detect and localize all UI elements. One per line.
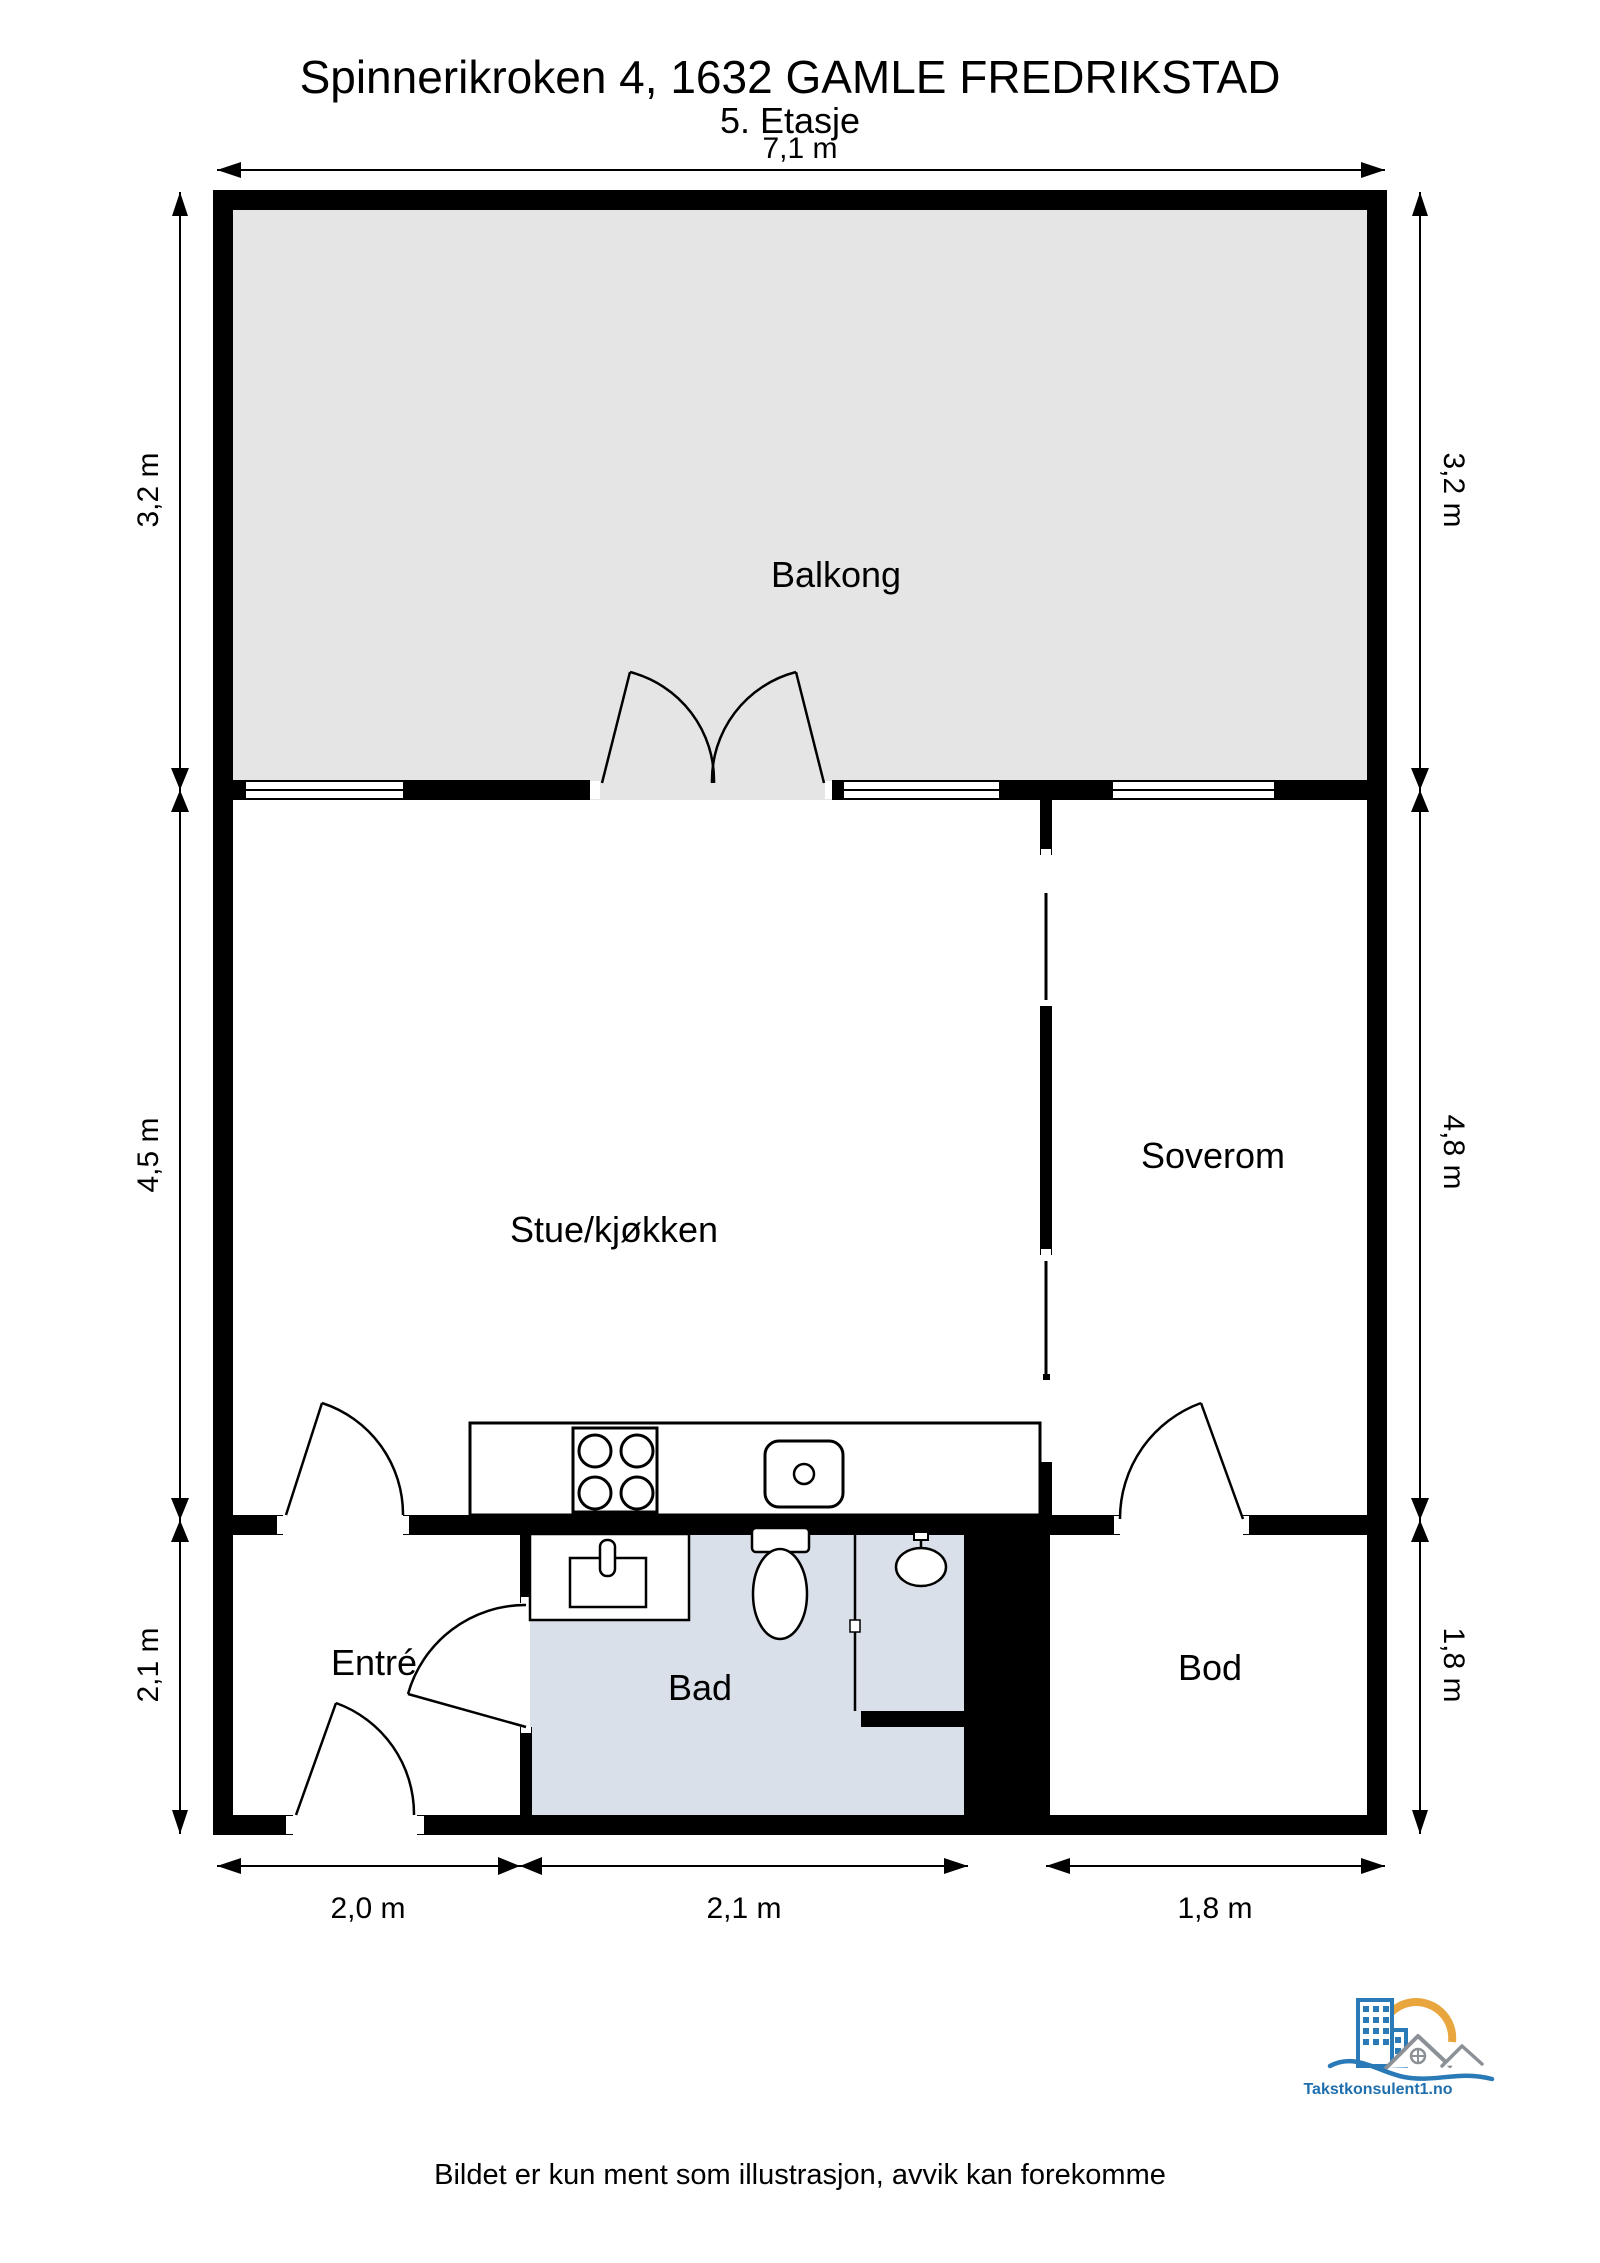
- shower-stub-wall: [861, 1711, 964, 1727]
- arrow-left-icon: [1046, 1858, 1070, 1874]
- arrow-right-icon: [944, 1858, 968, 1874]
- dim-split-marker-icon: [171, 768, 189, 812]
- balcony-double-door: [600, 670, 826, 784]
- wall-right: [1367, 190, 1387, 1835]
- dim-label-right-2: 4,8 m: [1437, 1114, 1470, 1189]
- vanity-sink-icon: [528, 1532, 691, 1622]
- dim-top: [217, 162, 1385, 178]
- dim-split-marker-icon: [498, 1857, 542, 1875]
- room-label-storage: Bod: [1178, 1647, 1242, 1688]
- wall-top: [213, 190, 1387, 210]
- window-icon: [1111, 780, 1276, 800]
- doors: [284, 670, 1245, 1816]
- dim-split-marker-icon: [1411, 1498, 1429, 1542]
- shaft: [964, 1515, 1050, 1815]
- kitchen-counter: [468, 1421, 1042, 1517]
- arrow-down-icon: [172, 1810, 188, 1834]
- dim-label-right-1: 3,2 m: [1437, 452, 1470, 527]
- toilet-icon: [750, 1526, 811, 1641]
- dim-label-right-3: 1,8 m: [1437, 1627, 1470, 1702]
- room-label-bathroom: Bad: [668, 1667, 732, 1708]
- hall-wall-b: [403, 1515, 1120, 1535]
- storage-door: [1118, 1401, 1245, 1520]
- footer-disclaimer: Bildet er kun ment som illustrasjon, avv…: [434, 2159, 1166, 2191]
- hall-wall-c: [1243, 1515, 1367, 1535]
- wall-left: [213, 190, 233, 1835]
- page-title: Spinnerikroken 4, 1632 GAMLE FREDRIKSTAD: [300, 51, 1281, 103]
- dim-label-left-2: 4,5 m: [132, 1117, 165, 1192]
- arrow-left-icon: [217, 1858, 241, 1874]
- dimensions: [171, 162, 1429, 1875]
- bathroom-door: [406, 1603, 527, 1729]
- arrow-right-icon: [1361, 1858, 1385, 1874]
- bedroom-wall-mid: [1040, 1006, 1052, 1255]
- dim-label-left-3: 2,1 m: [132, 1627, 165, 1702]
- wall-bottom-b: [417, 1815, 1387, 1835]
- room-label-balcony: Balkong: [771, 554, 901, 595]
- window-icon: [842, 780, 1001, 800]
- room-floors: [233, 210, 1367, 1820]
- window-icon: [244, 780, 405, 800]
- balcony-wall-b: [404, 780, 590, 800]
- logo-wave-icon: [1327, 2059, 1495, 2082]
- windows: [244, 780, 1276, 800]
- room-label-bedroom: Soverom: [1141, 1135, 1285, 1176]
- kitchen-sink-icon: [763, 1439, 845, 1509]
- door-jamb-ticks: [277, 781, 1249, 1834]
- balcony-wall-a: [233, 780, 245, 800]
- bathroom: [528, 1526, 948, 1711]
- page-subtitle: 5. Etasje: [720, 100, 860, 141]
- dimension-labels: 7,1 m 3,2 m 4,5 m 2,1 m 3,2 m 4,8 m 1,8 …: [132, 132, 1470, 1925]
- bath-wall-lower: [520, 1727, 532, 1815]
- entry-door: [294, 1701, 416, 1816]
- arrow-up-icon: [172, 192, 188, 216]
- logo-houses-icon: [1384, 2034, 1484, 2070]
- balcony-floor: [233, 210, 1367, 800]
- kitchen: [468, 1421, 1042, 1517]
- arrow-right-icon: [1361, 162, 1385, 178]
- arrow-left-icon: [217, 162, 241, 178]
- dim-bottom: [217, 1857, 1385, 1875]
- arrow-up-icon: [1412, 192, 1428, 216]
- balcony-wall-c: [832, 780, 843, 800]
- company-logo: Takstkonsulent1.no: [1303, 1998, 1495, 2098]
- dim-split-marker-icon: [1411, 768, 1429, 812]
- balcony-wall-d: [1000, 780, 1112, 800]
- dim-split-marker-icon: [171, 1498, 189, 1542]
- room-label-livingroom: Stue/kjøkken: [510, 1209, 718, 1250]
- dim-label-top: 7,1 m: [762, 132, 837, 165]
- balcony-wall-e: [1275, 780, 1367, 800]
- shower-head-icon: [894, 1531, 948, 1588]
- hall-wall-a: [233, 1515, 283, 1535]
- dim-right: [1411, 192, 1429, 1834]
- room-label-hall: Entré: [331, 1642, 417, 1683]
- dim-label-left-1: 3,2 m: [132, 452, 165, 527]
- bedroom-wall-stub-bottom: [1040, 1462, 1052, 1515]
- dim-label-bottom-3: 1,8 m: [1177, 1892, 1252, 1925]
- stove-icon: [571, 1426, 659, 1514]
- bedroom-wall-stub-top: [1040, 800, 1052, 855]
- dim-left: [171, 192, 189, 1834]
- livingroom-hall-door: [284, 1401, 405, 1516]
- wall-bottom-a: [213, 1815, 293, 1835]
- dim-label-bottom-2: 2,1 m: [706, 1892, 781, 1925]
- logo-brand-text: Takstkonsulent1.no: [1303, 2081, 1452, 2098]
- shower-partition: [849, 1535, 861, 1711]
- walls: [213, 190, 1387, 1835]
- room-labels: Balkong Stue/kjøkken Soverom Entré Bad B…: [331, 554, 1285, 1708]
- dim-label-bottom-1: 2,0 m: [330, 1892, 405, 1925]
- arrow-down-icon: [1412, 1810, 1428, 1834]
